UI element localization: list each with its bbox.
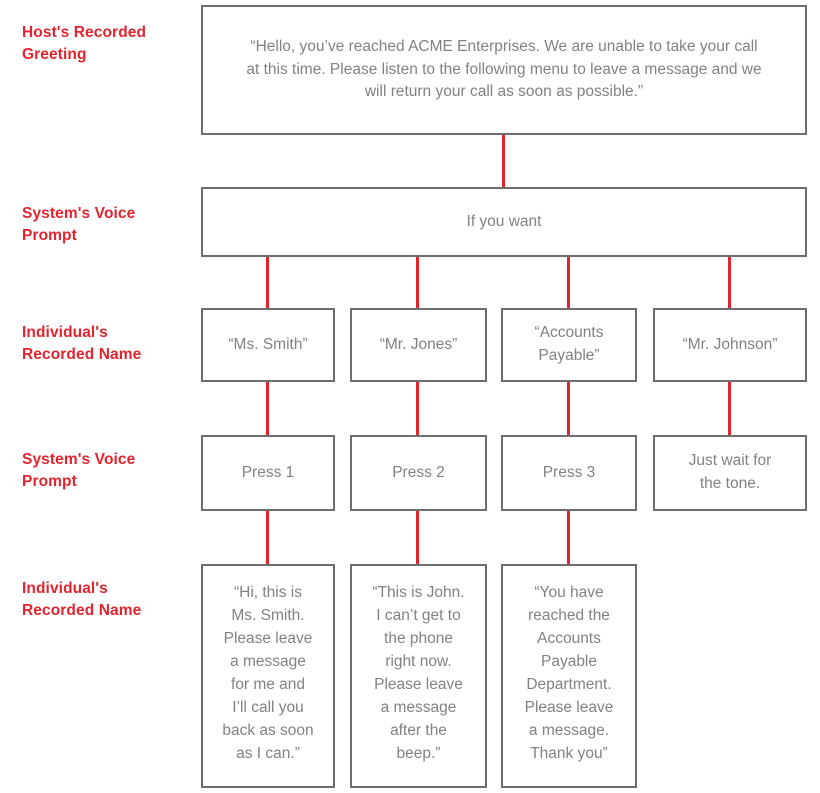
node-action-press-1: Press 1 <box>201 435 335 511</box>
node-recorded-name-3: “Accounts Payable” <box>501 308 637 382</box>
node-message-2: “This is John. I can’t get to the phone … <box>350 564 487 788</box>
node-action-press-1-text: Press 1 <box>241 463 295 481</box>
node-message-1-text: “Hi, this is Ms. Smith. Please leave a m… <box>222 584 314 762</box>
node-message-2-text: “This is John. I can’t get to the phone … <box>372 584 465 762</box>
node-recorded-name-3-text: “Accounts Payable” <box>534 324 604 364</box>
connector-greeting-to-prompt <box>502 133 505 188</box>
node-action-press-3-text: Press 3 <box>542 463 596 481</box>
node-action-press-3: Press 3 <box>501 435 637 511</box>
connector-name-4-to-action-4 <box>728 380 731 436</box>
connector-prompt-to-name-3 <box>567 254 570 308</box>
connector-name-2-to-action-2 <box>416 380 419 436</box>
node-message-3-text: “You have reached the Accounts Payable D… <box>524 584 614 762</box>
node-recorded-name-4: “Mr. Johnson” <box>653 308 807 382</box>
node-action-just-wait-text: Just wait for the tone. <box>688 452 772 492</box>
connector-name-1-to-action-1 <box>266 380 269 436</box>
node-system-prompt-if-you-want-text: If you want <box>466 212 542 230</box>
node-action-just-wait: Just wait for the tone. <box>653 435 807 511</box>
node-recorded-name-2: “Mr. Jones” <box>350 308 487 382</box>
row-label-individuals-recorded-name-2: Individual's Recorded Name <box>22 580 142 619</box>
node-action-press-2-text: Press 2 <box>392 463 445 481</box>
connector-action-1-to-message-1 <box>266 510 269 565</box>
node-message-3: “You have reached the Accounts Payable D… <box>501 564 637 788</box>
connector-name-3-to-action-3 <box>567 380 570 436</box>
node-recorded-name-1: “Ms. Smith” <box>201 308 335 382</box>
row-label-systems-voice-prompt-1: System's Voice Prompt <box>22 205 136 244</box>
row-label-host-recorded-greeting: Host's Recorded Greeting <box>22 24 147 63</box>
node-recorded-name-2-text: “Mr. Jones” <box>379 335 458 353</box>
row-label-individuals-recorded-name-1: Individual's Recorded Name <box>22 324 142 363</box>
node-recorded-name-4-text: “Mr. Johnson” <box>682 335 778 353</box>
connector-prompt-to-name-2 <box>416 254 419 308</box>
node-recorded-name-1-text: “Ms. Smith” <box>228 335 308 353</box>
connector-action-2-to-message-2 <box>416 510 419 565</box>
node-host-recorded-greeting: “Hello, you’ve reached ACME Enterprises.… <box>201 5 807 135</box>
connector-prompt-to-name-1 <box>266 254 269 308</box>
node-system-prompt-if-you-want: If you want <box>201 187 807 257</box>
node-action-press-2: Press 2 <box>350 435 487 511</box>
node-message-1: “Hi, this is Ms. Smith. Please leave a m… <box>201 564 335 788</box>
node-host-recorded-greeting-text: “Hello, you’ve reached ACME Enterprises.… <box>246 37 762 101</box>
row-label-systems-voice-prompt-2: System's Voice Prompt <box>22 451 136 490</box>
connector-prompt-to-name-4 <box>728 254 731 308</box>
connector-action-3-to-message-3 <box>567 510 570 565</box>
